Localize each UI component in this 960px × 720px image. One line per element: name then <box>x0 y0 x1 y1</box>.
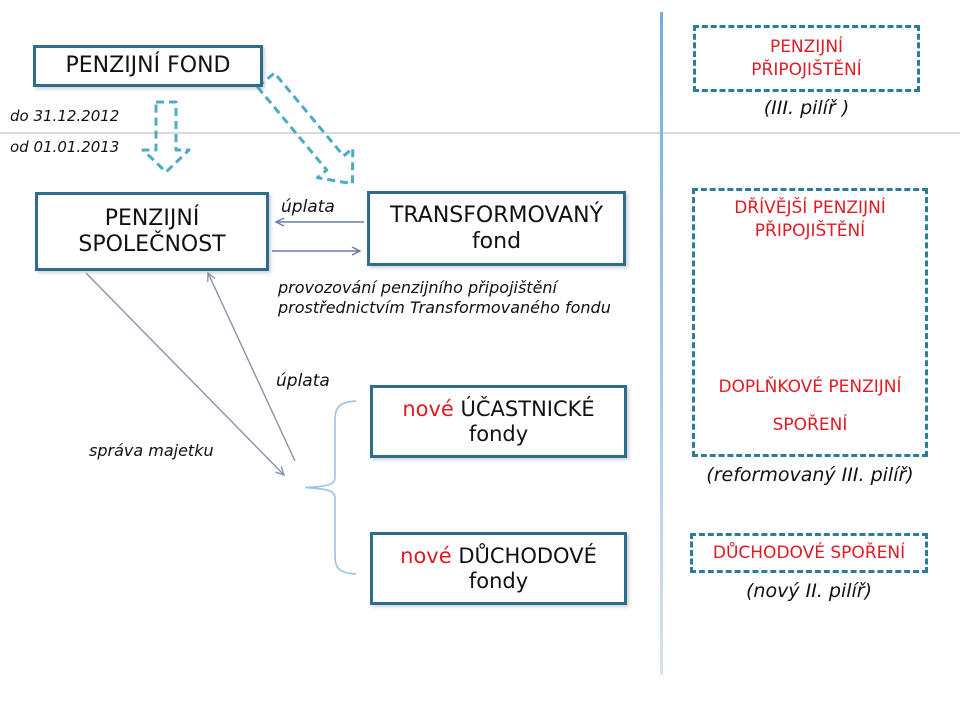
duchodove-sporeni-dashed-box: DŮCHODOVÉ SPOŘENÍ <box>690 533 928 573</box>
duchodove-title: DŮCHODOVÉ <box>458 543 597 568</box>
duchodove-subtitle: fondy <box>468 568 529 593</box>
reformed-top-line1: DŘÍVĚJŠÍ PENZIJNÍ <box>734 198 886 218</box>
ucastnicke-fondy-box: nové ÚČASTNICKÉ fondy <box>370 385 627 458</box>
reformed-bottom-line1: DOPLŇKOVÉ PENZIJNÍ <box>718 377 902 398</box>
duchodove-fondy-box: nové DŮCHODOVÉ fondy <box>370 532 627 605</box>
penzijni-fond-box: PENZIJNÍ FOND <box>33 45 263 87</box>
timeline-after-label: od 01.01.2013 <box>10 138 120 156</box>
duchodove-line1: nové DŮCHODOVÉ <box>400 544 597 569</box>
pillar3-old-line2: PŘIPOJIŠTĚNÍ <box>751 59 862 80</box>
provision-line2: prostřednictvím Transformovaného fondu <box>278 298 611 318</box>
transformovany-title: TRANSFORMOVANÝ <box>389 202 604 228</box>
uplata-mid-label: úplata <box>276 371 330 391</box>
funds-brace <box>304 400 357 575</box>
pillar2-caption: (nový II. pilíř) <box>745 580 872 602</box>
provision-line1: provozování penzijního připojištění <box>278 278 557 297</box>
penzijni-pripojisteni-dashed-box: PENZIJNÍ PŘIPOJIŠTĚNÍ <box>693 25 920 92</box>
doplnkove-penzijni-block: DOPLŇKOVÉ PENZIJNÍ SPOŘENÍ <box>695 369 925 444</box>
penzijni-spolecnost-box: PENZIJNÍ SPOLEČNOST <box>35 192 269 271</box>
penzijni-fond-label: PENZIJNÍ FOND <box>65 53 231 79</box>
drivejsi-penzijni-block: DŘÍVĚJŠÍ PENZIJNÍ PŘIPOJIŠTĚNÍ <box>695 191 925 243</box>
penzijni-spolecnost-label: PENZIJNÍ SPOLEČNOST <box>78 205 226 257</box>
timeline-before-label: do 31.12.2012 <box>10 107 120 125</box>
pillar3-old-caption: (III. pilíř ) <box>763 97 850 119</box>
reformed-top-line2: PŘIPOJIŠTĚNÍ <box>754 220 866 241</box>
reformed-bottom-line2: SPOŘENÍ <box>772 414 848 435</box>
timeline-divider-line <box>0 132 960 134</box>
vertical-divider-line <box>660 12 663 675</box>
sprava-majetku-label: správa majetku <box>89 441 214 460</box>
transformovany-subtitle: fond <box>471 228 522 254</box>
ucastnicke-nove-label: nové <box>402 396 454 421</box>
dashed-down-block-arrow <box>141 100 191 174</box>
ucastnicke-subtitle: fondy <box>468 421 529 446</box>
ucastnicke-title: ÚČASTNICKÉ <box>460 396 595 421</box>
pillar3-old-line1: PENZIJNÍ <box>769 36 844 57</box>
transformovany-fond-box: TRANSFORMOVANÝ fond <box>367 191 626 266</box>
provision-description: provozování penzijního připojištění pros… <box>278 278 611 319</box>
pillar3-reformed-caption: (reformovaný III. pilíř) <box>706 464 914 486</box>
ucastnicke-line1: nové ÚČASTNICKÉ <box>402 397 594 422</box>
duchodove-nove-label: nové <box>400 543 452 568</box>
reformed-pillar-dashed-box: DŘÍVĚJŠÍ PENZIJNÍ PŘIPOJIŠTĚNÍ DOPLŇKOVÉ… <box>692 188 928 457</box>
uplata-top-label: úplata <box>281 197 335 217</box>
pillar2-line1: DŮCHODOVÉ SPOŘENÍ <box>712 542 906 563</box>
